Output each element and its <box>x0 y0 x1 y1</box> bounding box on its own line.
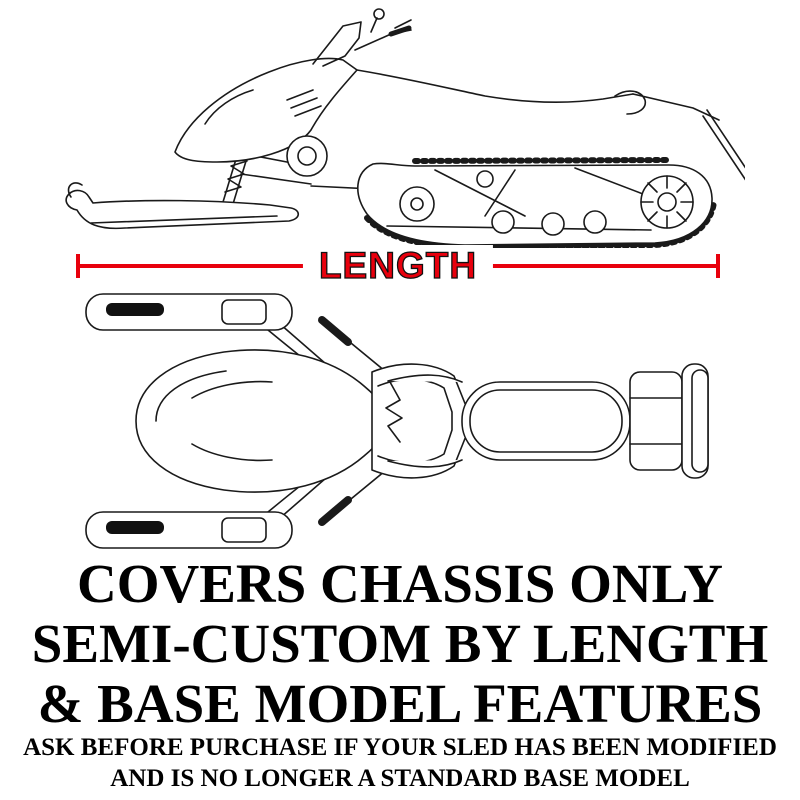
rear-bumper <box>681 363 709 479</box>
windshield <box>312 21 362 67</box>
length-measurement: LENGTH <box>76 244 720 287</box>
note-line-2: AND IS NO LONGER A STANDARD BASE MODEL <box>110 765 690 792</box>
note-block: ASK BEFORE PURCHASE IF YOUR SLED HAS BEE… <box>0 732 800 794</box>
headline-block: COVERS CHASSIS ONLY SEMI-CUSTOM BY LENGT… <box>0 554 800 734</box>
headline-line-2: SEMI-CUSTOM BY LENGTH <box>31 612 769 674</box>
right-ski <box>85 511 293 549</box>
snowmobile-top-view-illustration <box>85 293 709 549</box>
rear-track <box>357 157 717 248</box>
handlebars <box>354 8 412 51</box>
headline-line-1: COVERS CHASSIS ONLY <box>77 553 723 614</box>
headline-line-3: & BASE MODEL FEATURES <box>37 672 763 734</box>
measure-tick-right <box>716 254 720 278</box>
left-ski <box>85 293 293 331</box>
front-ski <box>65 182 300 230</box>
snowmobile-side-view-illustration <box>65 8 745 248</box>
engine-outlet <box>286 135 328 177</box>
note-line-1: ASK BEFORE PURCHASE IF YOUR SLED HAS BEE… <box>23 734 777 761</box>
rear-rack <box>629 371 683 471</box>
hood <box>174 57 358 163</box>
hood-top <box>135 349 389 493</box>
length-label: LENGTH <box>302 244 494 287</box>
